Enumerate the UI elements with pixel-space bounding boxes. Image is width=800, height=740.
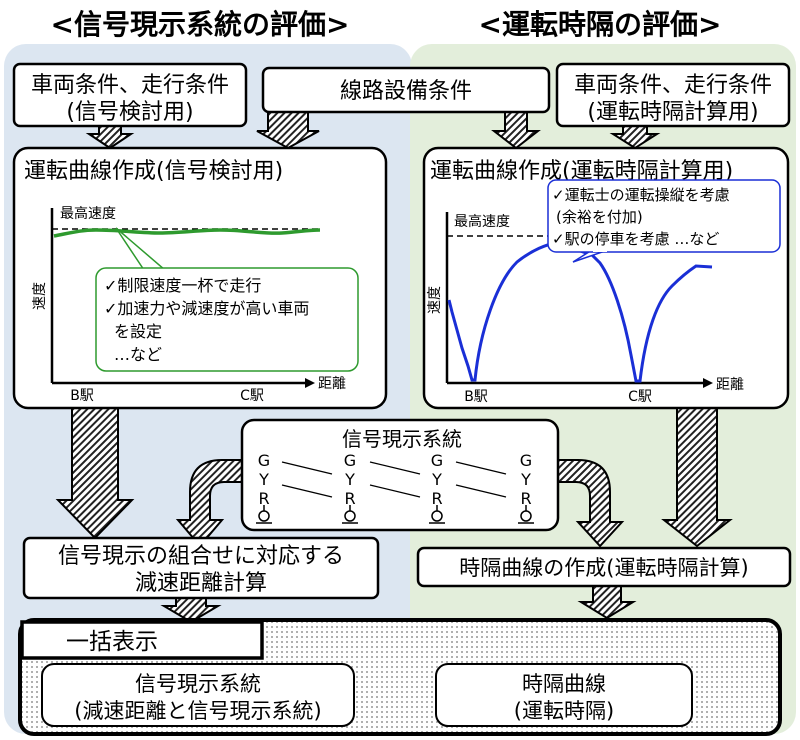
signal-column-3: G Y R bbox=[429, 451, 445, 524]
arrow-aspect-to-decel bbox=[175, 459, 243, 548]
left-callout-line1: ✓制限速度一杯で走行 bbox=[104, 276, 261, 295]
batch-title: 一括表示 bbox=[66, 629, 158, 655]
right-max-speed-label: 最高速度 bbox=[454, 213, 510, 230]
arrow-track-right-down bbox=[491, 111, 541, 150]
arrow-aspect-to-headway bbox=[557, 459, 625, 548]
batch-display-box: 一括表示 信号現示系統 (減速距離と信号現示系統) 時隔曲線 (運転時隔) bbox=[18, 618, 782, 736]
arrow-curve-headway-down bbox=[661, 407, 733, 548]
signal-1-aspect-y: Y bbox=[258, 470, 269, 489]
decel-calc-line1: 信号現示の組合せに対応する bbox=[58, 544, 344, 569]
signal-2-aspect-g: G bbox=[344, 451, 356, 470]
left-ylabel: 速度 bbox=[32, 282, 48, 310]
signal-3-aspect-r: R bbox=[431, 489, 442, 508]
signal-column-4: G Y R bbox=[518, 451, 534, 524]
signal-4-lamp bbox=[520, 510, 532, 522]
curve-signal-box: 運転曲線作成(信号検討用) 最高速度 速度 距離 B駅 C駅 ✓制限速度一杯で走… bbox=[12, 146, 388, 410]
left-callout-box bbox=[95, 267, 359, 372]
left-callout-line2: ✓加速力や減速度が高い車両 bbox=[104, 299, 309, 318]
right-station-c: C駅 bbox=[628, 389, 652, 405]
signal-1-aspect-g: G bbox=[258, 451, 270, 470]
right-callout-line3: ✓駅の停車を考慮 …など bbox=[552, 230, 719, 248]
signal-3-aspect-y: Y bbox=[431, 470, 442, 489]
arrow-curve-signal-down bbox=[55, 407, 135, 540]
aspect-system-box: 信号現示系統 G Y R G Y R G Y R bbox=[240, 418, 560, 532]
signal-4-aspect-g: G bbox=[520, 451, 532, 470]
left-callout-cover bbox=[149, 269, 171, 272]
header-left: <信号現示系統の評価> bbox=[51, 8, 350, 41]
header-right: <運転時隔の評価> bbox=[479, 8, 722, 41]
left-speed-curve bbox=[53, 228, 321, 238]
signal-column-2: G Y R bbox=[342, 451, 358, 524]
signal-4-aspect-r: R bbox=[520, 489, 531, 508]
right-callout-line1: ✓運転士の運転操縦を考慮 bbox=[552, 186, 730, 204]
signal-3-lamp bbox=[431, 510, 443, 522]
vehicle-headway-line2: (運転時隔計算用) bbox=[587, 100, 758, 125]
vehicle-headway-box: 車両条件、走行条件 (運転時隔計算用) bbox=[555, 62, 791, 128]
batch-title-box bbox=[20, 620, 264, 660]
curve-signal-title: 運転曲線作成(信号検討用) bbox=[24, 159, 283, 184]
signal-2-lamp bbox=[344, 510, 356, 522]
vehicle-signal-box: 車両条件、走行条件 (信号検討用) bbox=[12, 62, 248, 128]
signal-2-aspect-y: Y bbox=[344, 470, 355, 489]
signal-column-1: G Y R bbox=[256, 451, 272, 524]
right-xlabel: 距離 bbox=[716, 376, 744, 393]
headway-curve-label: 時隔曲線の作成(運転時隔計算) bbox=[459, 556, 748, 580]
signal-3-aspect-g: G bbox=[431, 451, 443, 470]
track-box: 線路設備条件 bbox=[261, 66, 551, 114]
aspect-system-title: 信号現示系統 bbox=[342, 427, 462, 451]
left-callout-line3: を設定 bbox=[114, 322, 162, 341]
right-speed-curve bbox=[447, 241, 713, 383]
left-callout-line4: …など bbox=[114, 345, 162, 364]
arrow-decel-to-batch bbox=[160, 597, 222, 624]
curve-headway-box: 運転曲線作成(運転時隔計算用) 最高速度 速度 距離 B駅 C駅 ✓運転士の運転… bbox=[422, 146, 790, 410]
flow-arrows bbox=[55, 109, 733, 624]
batch-right-line1: 時隔曲線 bbox=[522, 672, 606, 696]
batch-left-line1: 信号現示系統 bbox=[135, 672, 261, 696]
left-xlabel: 距離 bbox=[318, 375, 346, 392]
arrow-headway-to-batch bbox=[577, 584, 637, 620]
right-callout-cover bbox=[593, 249, 607, 252]
signal-2-aspect-r: R bbox=[344, 489, 355, 508]
right-station-b: B駅 bbox=[464, 389, 488, 405]
vehicle-signal-line1: 車両条件、走行条件 bbox=[31, 73, 229, 98]
headway-curve-box: 時隔曲線の作成(運転時隔計算) bbox=[416, 546, 792, 588]
right-callout-line2: (余裕を付加) bbox=[556, 208, 643, 226]
vehicle-headway-line1: 車両条件、走行条件 bbox=[574, 73, 772, 98]
decel-calc-box: 信号現示の組合せに対応する 減速距離計算 bbox=[22, 536, 380, 600]
right-x-axis-arrowhead bbox=[703, 378, 713, 388]
batch-left-line2: (減速距離と信号現示系統) bbox=[74, 699, 321, 723]
signal-1-lamp bbox=[258, 510, 270, 522]
decel-calc-line2: 減速距離計算 bbox=[135, 571, 267, 596]
right-callout-box bbox=[547, 179, 781, 253]
batch-right-line2: (運転時隔) bbox=[514, 699, 614, 723]
left-station-b: B駅 bbox=[70, 388, 94, 404]
signal-1-aspect-r: R bbox=[258, 489, 269, 508]
left-station-c: C駅 bbox=[240, 388, 264, 404]
vehicle-signal-line2: (信号検討用) bbox=[66, 100, 193, 125]
batch-right-box bbox=[435, 663, 693, 727]
left-max-speed-label: 最高速度 bbox=[60, 205, 116, 222]
batch-left-box bbox=[41, 663, 355, 727]
track-label: 線路設備条件 bbox=[340, 79, 472, 104]
right-ylabel: 速度 bbox=[427, 286, 443, 314]
aspect-diagonals bbox=[281, 461, 507, 498]
arrow-track-left-down bbox=[256, 109, 320, 150]
signal-4-aspect-y: Y bbox=[520, 470, 531, 489]
left-x-axis-arrowhead bbox=[305, 378, 315, 388]
